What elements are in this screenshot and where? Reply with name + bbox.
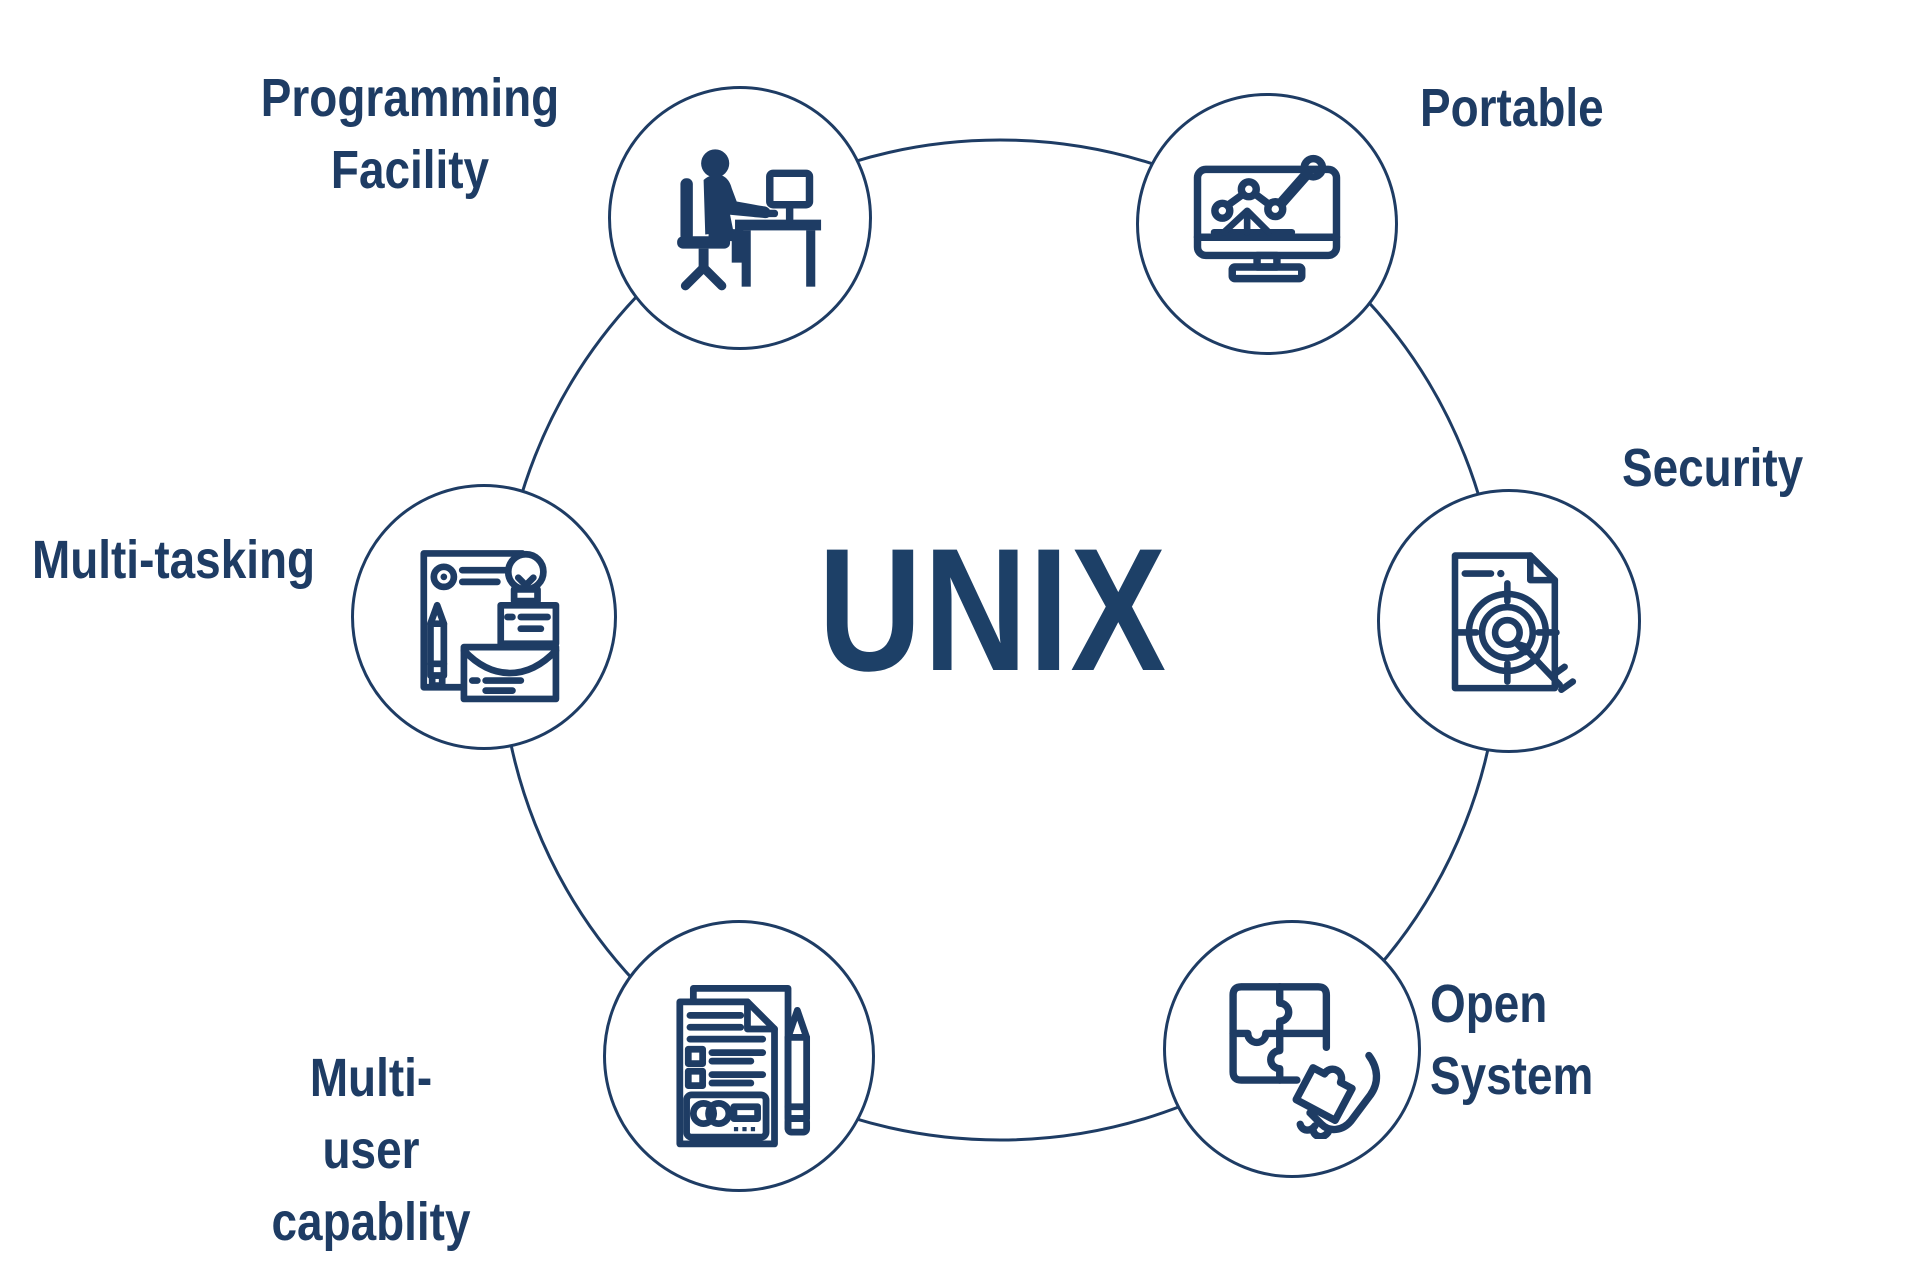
label-programming-facility: Programming Facility	[260, 68, 560, 200]
node-open-system	[1163, 920, 1421, 1178]
node-multi-tasking	[351, 484, 617, 750]
clipboard-envelope-icon	[420, 550, 560, 703]
center-title: UNIX	[818, 513, 1168, 708]
label-open-system: Open System	[1430, 974, 1594, 1106]
node-programming-facility	[608, 86, 872, 350]
label-portable: Portable	[1420, 78, 1604, 138]
document-target-icon	[1451, 552, 1577, 693]
person-at-desk-icon	[677, 149, 822, 291]
label-security: Security	[1622, 438, 1804, 498]
monitor-chart-icon	[1193, 154, 1341, 283]
node-portable	[1136, 93, 1398, 355]
label-multi-tasking: Multi-tasking	[32, 530, 316, 590]
puzzle-hand-icon	[1229, 983, 1381, 1139]
node-multi-user	[603, 920, 875, 1192]
node-security	[1377, 489, 1641, 753]
documents-pencil-icon	[676, 984, 811, 1148]
label-multi-user: Multi-user capablity	[271, 1048, 471, 1252]
